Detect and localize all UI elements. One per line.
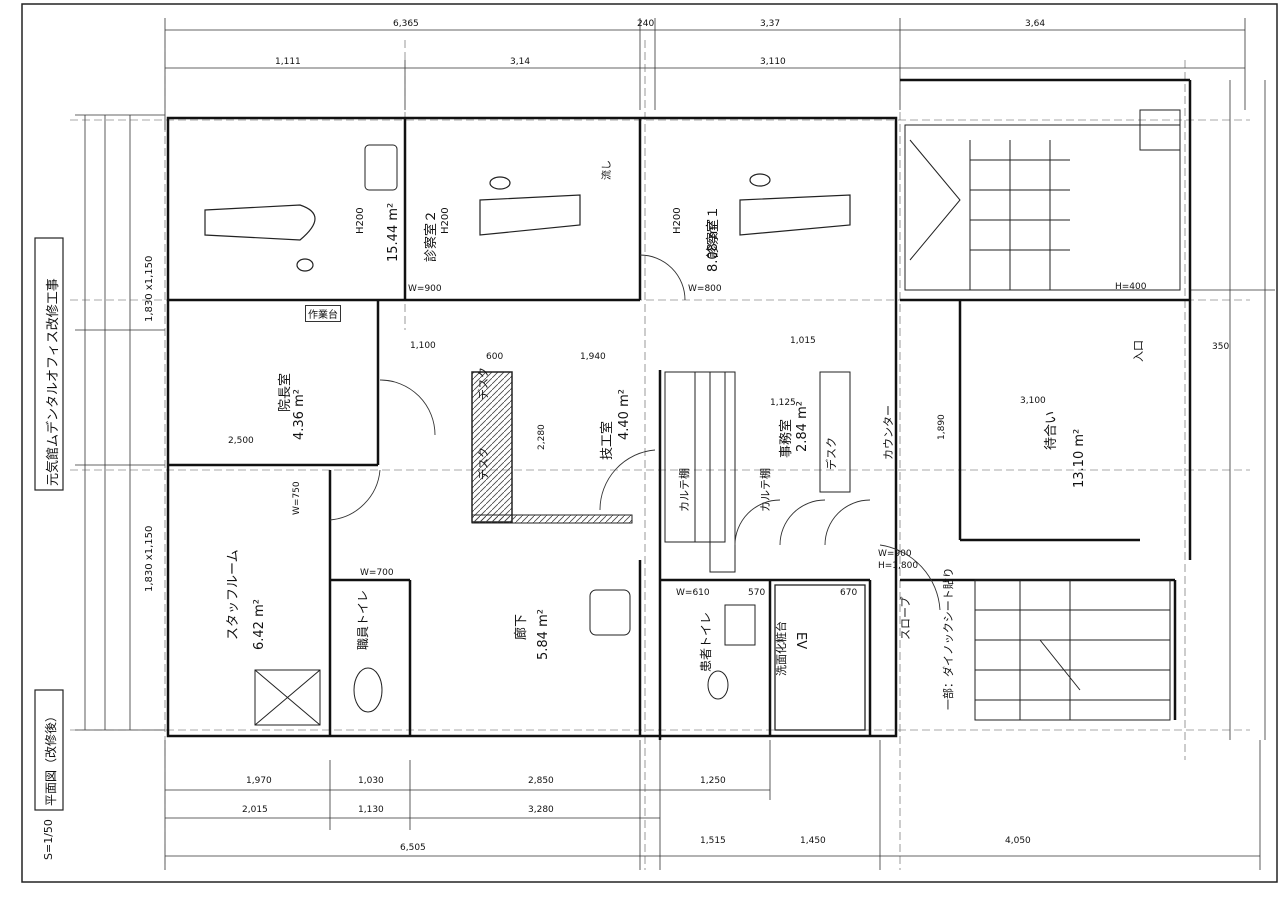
room-name-doctor: 院長室 [278,372,293,412]
dim-w-door: W=900 [878,549,912,559]
dim-1890: 1,890 [937,414,947,440]
dimension-lines-bottom [164,740,1261,870]
label-workbench: 作業台 [305,305,341,322]
dim-bottom-total-right: 4,050 [1005,836,1031,846]
dim-top-total-left: 6,365 [393,19,419,29]
room-area-technician: 4.40 m² [617,389,632,440]
dim-bottom-total-mid2: 1,450 [800,836,826,846]
dim-1100: 1,100 [410,341,436,351]
dim-w610: W=610 [676,588,710,598]
sheet-border [21,3,1278,883]
label-karte: カルテ棚 [678,468,691,512]
dim-bottom-c: 2,850 [528,776,554,786]
dimension-lines-top [164,18,1246,130]
dimension-lines-right [1190,80,1275,740]
dimension-lines-left [75,114,165,731]
dim-350: 350 [1212,342,1230,352]
karte-shelves [664,371,851,573]
label-desk-2: デスク [477,447,490,480]
room-name-toilet-staff: 職員トイレ [356,589,370,650]
label-karte-2: カルテ棚 [759,468,772,512]
dim-bottom-row2-c: 3,280 [528,805,554,815]
title-box [34,237,64,491]
label-desk-3: デスク [825,437,838,470]
room-name-ev: EV [793,632,808,650]
room-name-shinsatsu2: 診察室２ [424,209,439,262]
walls [166,78,1192,740]
door-swings [329,254,941,611]
room-area-doctor: 4.36 m² [292,389,307,440]
dim-570: 570 [748,588,766,598]
dim-h200-a: H200 [355,207,366,234]
dim-bottom-row2-b: 1,130 [358,805,384,815]
dim-bottom-b: 1,030 [358,776,384,786]
dim-1015: 1,015 [790,336,816,346]
dim-top-row2-a: 1,111 [275,57,301,67]
dim-h400: H=400 [1115,282,1147,292]
room-area-shinsatsu2: 15.44 m² [386,202,401,262]
dim-left-b: 1,830 x1,150 [144,525,155,592]
dim-top-row2-b: 3,14 [510,57,531,67]
dim-h1800: H=1,800 [878,561,919,571]
drawing-name: 平面図（改修後） [44,709,58,806]
room-name-office: 事務室 [779,418,794,458]
label-wash: 洗面化粧台 [775,621,788,676]
project-title: 元気館ムデンタルオフィス改修工事 [46,278,61,486]
label-entrance: 入口 [1132,340,1145,362]
elevator-box [774,584,866,731]
dim-h200-c: H200 [672,207,683,234]
dental-chairs [204,173,851,272]
dim-1940: 1,940 [580,352,606,362]
label-stair-note: 一部：ダイノックシート貼り [942,567,955,710]
room-area-corridor: 5.84 m² [536,609,551,660]
room-area-staff: 6.42 m² [252,599,267,650]
dim-1125: 1,125 [770,398,796,408]
room-name-waiting: 待合い [1044,410,1059,450]
desk-hatch [471,371,513,523]
dim-bottom-a: 1,970 [246,776,272,786]
label-ramp: スロープ [899,596,912,640]
dim-top-far-right: 3,64 [1025,19,1046,29]
dim-bottom-total-mid: 1,515 [700,836,726,846]
label-counter: カウンター [882,405,895,460]
room-name-corridor: 廊下 [514,613,529,640]
room-area-waiting: 13.10 m² [1072,428,1087,488]
dim-3100: 3,100 [1020,396,1046,406]
dim-670: 670 [840,588,858,598]
dim-h200-b: H200 [440,207,451,234]
dim-left-a: 1,830 x1,150 [144,255,155,322]
room-area-office: 2.84 m² [795,401,810,452]
dim-2500: 2,500 [228,436,254,446]
drawing-name-box [34,689,64,811]
dim-bottom-d: 1,250 [700,776,726,786]
dim-w900: W=900 [408,284,442,294]
dim-w800: W=800 [688,284,722,294]
label-desk-1: デスク [477,367,490,400]
dim-bottom-row2-a: 2,015 [242,805,268,815]
dim-w750: W=750 [292,481,302,515]
stair-bottom [974,579,1171,721]
room-name-staff: スタッフルーム [226,549,241,640]
dim-w700: W=700 [360,568,394,578]
dim-600: 600 [486,352,504,362]
dim-bottom-total-left: 6,505 [400,843,426,853]
dim-top-mid: 240 [637,19,655,29]
scale-label: S=1/50 [42,819,55,860]
fixtures [254,144,756,726]
dim-top-right: 3,37 [760,19,781,29]
stair-top [904,109,1181,291]
dim-2280: 2,280 [537,424,547,450]
room-area-shinsatsu1: 8.08 m² [706,221,721,272]
label-sink: 流し [602,160,613,180]
room-name-toilet-patient: 患者トイレ [699,611,713,672]
wall-hatch [471,514,633,524]
dim-top-row2-c: 3,110 [760,57,786,67]
room-name-technician: 技工室 [600,420,615,460]
